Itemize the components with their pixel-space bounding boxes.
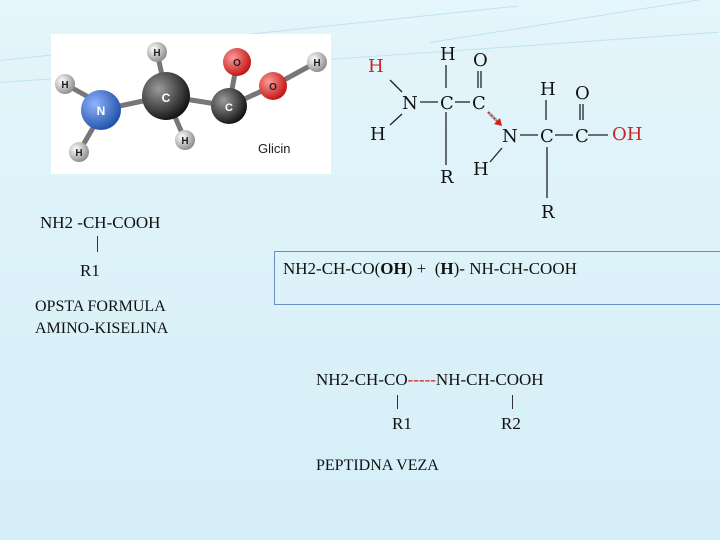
bond-line xyxy=(512,395,513,409)
atom-label: N xyxy=(97,104,106,118)
atom-label: O xyxy=(269,82,277,93)
atom-h xyxy=(69,142,89,162)
hydroxyl-red-label: OH xyxy=(612,124,642,145)
glycine-molecule-image: H H N C O C O H H H Glicin xyxy=(51,34,331,174)
atom-h xyxy=(55,74,75,94)
hydrogen-label: H xyxy=(473,159,489,180)
hydrogen-label: H xyxy=(370,124,386,145)
atom-c xyxy=(142,72,190,120)
peptide-bond-caption: PEPTIDNA VEZA xyxy=(316,457,439,474)
reaction-part: ( xyxy=(434,259,441,278)
carbon-label: C xyxy=(440,93,454,114)
r1-label: R1 xyxy=(392,414,412,433)
atom-h xyxy=(307,52,327,72)
atom-o xyxy=(259,72,287,100)
atom-label: H xyxy=(153,48,160,59)
oxygen-label: O xyxy=(473,50,488,71)
atom-label: O xyxy=(233,58,241,69)
nitrogen-label: N xyxy=(402,93,418,114)
peptide-right: NH-CH-COOH xyxy=(435,370,544,389)
atom-n xyxy=(81,90,121,130)
peptide-bond-arrow xyxy=(486,110,502,126)
r2-label: R2 xyxy=(501,414,521,433)
reaction-part: )- NH-CH-COOH xyxy=(453,259,577,278)
r-group-label: R xyxy=(440,167,454,188)
atom-label: H xyxy=(313,58,320,69)
general-formula-caption-line1: OPSTA FORMULA xyxy=(35,298,166,315)
reaction-box xyxy=(274,251,720,305)
atom-label: C xyxy=(225,102,233,114)
r1-substituent: R1 xyxy=(80,261,100,280)
oxygen-label: O xyxy=(575,83,590,104)
atom-h xyxy=(175,130,195,150)
carbon-label: C xyxy=(575,126,589,147)
peptide-left: NH2-CH-CO xyxy=(316,370,408,389)
bond-line xyxy=(397,395,398,409)
general-formula: NH2 -CH-COOH xyxy=(40,213,161,232)
nitrogen-label: N xyxy=(502,126,518,147)
atom-label: H xyxy=(75,148,82,159)
r-group-label: R xyxy=(541,202,555,223)
hydrogen-label: H xyxy=(440,44,456,65)
reaction-hydroxyl: OH xyxy=(380,259,407,278)
atom-c xyxy=(211,88,247,124)
atom-label: H xyxy=(181,136,188,147)
peptide-bond-dashes: ----- xyxy=(407,370,436,389)
atom-o xyxy=(223,48,251,76)
bond-line xyxy=(97,236,98,252)
atom-h xyxy=(147,42,167,62)
hydrogen-red-label: H xyxy=(368,56,384,77)
hydrogen-label: H xyxy=(540,79,556,100)
atom-label: C xyxy=(162,91,171,105)
molecule-caption: Glicin xyxy=(258,141,291,156)
reaction-equation: NH2-CH-CO(OH) + (H)- NH-CH-COOH xyxy=(283,259,577,279)
general-formula-caption-line2: AMINO-KISELINA xyxy=(35,320,169,337)
atom-label: H xyxy=(61,80,68,91)
reaction-part: ) + xyxy=(406,259,427,278)
carbon-label: C xyxy=(540,126,554,147)
reaction-part: NH2-CH-CO( xyxy=(283,259,381,278)
carbon-label: C xyxy=(472,93,486,114)
peptide-formula: NH2-CH-CO-----NH-CH-COOH xyxy=(316,370,544,390)
reaction-hydrogen: H xyxy=(440,259,454,278)
peptide-structure-diagram: H H O N C C H R H H O N C C OH R xyxy=(330,30,720,230)
